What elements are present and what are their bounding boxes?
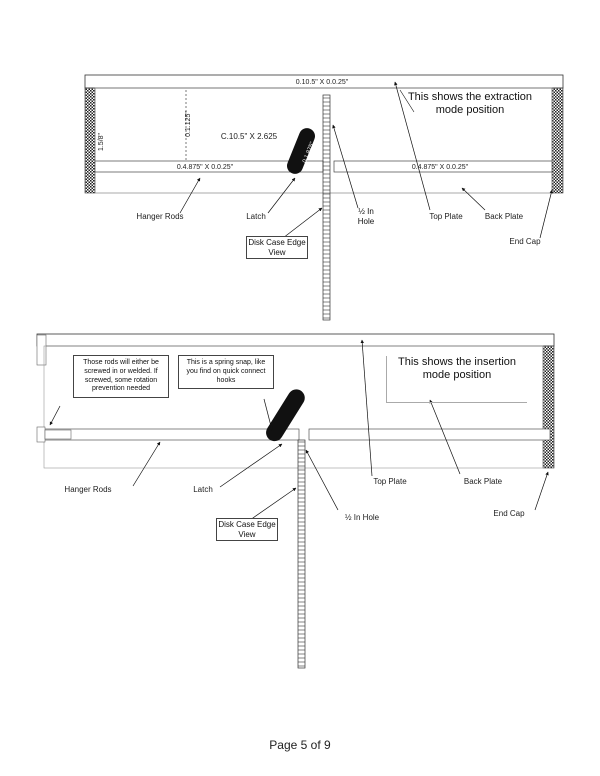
diagram-extraction: 0.10.5" X 0.0.25" 0.1.125" 1.5/8" C.10.5… (84, 74, 564, 321)
label-hanger-rods-1: Hanger Rods (136, 212, 183, 221)
page-number: Page 5 of 9 (269, 738, 331, 752)
top-plate-2 (36, 333, 555, 347)
hanger-rod-right-1 (333, 160, 553, 173)
end-cap-right-1 (551, 87, 564, 194)
diagram-insertion: Hanger Rods Latch Top Plate Back Plate ½… (36, 333, 555, 669)
dim-mid-1: C.10.5" X 2.625 (221, 132, 278, 141)
label-back-plate-2: Back Plate (464, 477, 503, 486)
dim-rod-right-1: 0.4.875" X 0.0.25" (412, 164, 469, 171)
hanger-rod-right-2 (308, 428, 551, 441)
dim-vert-1: 0.1.125" (185, 111, 192, 137)
note-rods: Those rods will either be screwed in or … (73, 355, 169, 398)
dim-rod-left-1: 0.4.875" X 0.0.25" (177, 164, 234, 171)
label-disk-case-1: Disk Case Edge View (246, 236, 308, 260)
label-top-plate-1: Top Plate (429, 212, 463, 221)
label-hole-2: ½ In Hole (345, 513, 380, 522)
disk-case-2 (297, 439, 306, 669)
end-cap-left-2 (36, 334, 47, 366)
end-cap-right-2 (542, 345, 555, 469)
label-disk-case-2: Disk Case Edge View (216, 518, 278, 542)
title-insertion: This shows the insertion mode position (386, 356, 527, 404)
label-end-cap-1: End Cap (509, 237, 541, 246)
latch-2 (266, 389, 305, 442)
disk-case-1 (322, 94, 331, 321)
title-extraction: This shows the extraction mode position (407, 91, 533, 117)
label-hole-1: ½ In Hole (357, 207, 375, 226)
label-hanger-rods-2: Hanger Rods (64, 485, 111, 494)
label-latch-2: Latch (193, 485, 213, 494)
label-end-cap-2: End Cap (493, 509, 525, 518)
dim-left-1: 1.5/8" (98, 132, 105, 151)
note-spring-snap: This is a spring snap, like you find on … (178, 355, 274, 390)
label-back-plate-1: Back Plate (485, 212, 524, 221)
hanger-rod-left-2 (43, 428, 300, 441)
end-cap-left-1 (84, 87, 96, 194)
label-top-plate-2: Top Plate (373, 477, 407, 486)
label-latch-1: Latch (246, 212, 266, 221)
dim-top-1: 0.10.5" X 0.0.25" (296, 79, 349, 86)
latch-1 (287, 128, 315, 174)
back-plate-2 (43, 345, 544, 469)
